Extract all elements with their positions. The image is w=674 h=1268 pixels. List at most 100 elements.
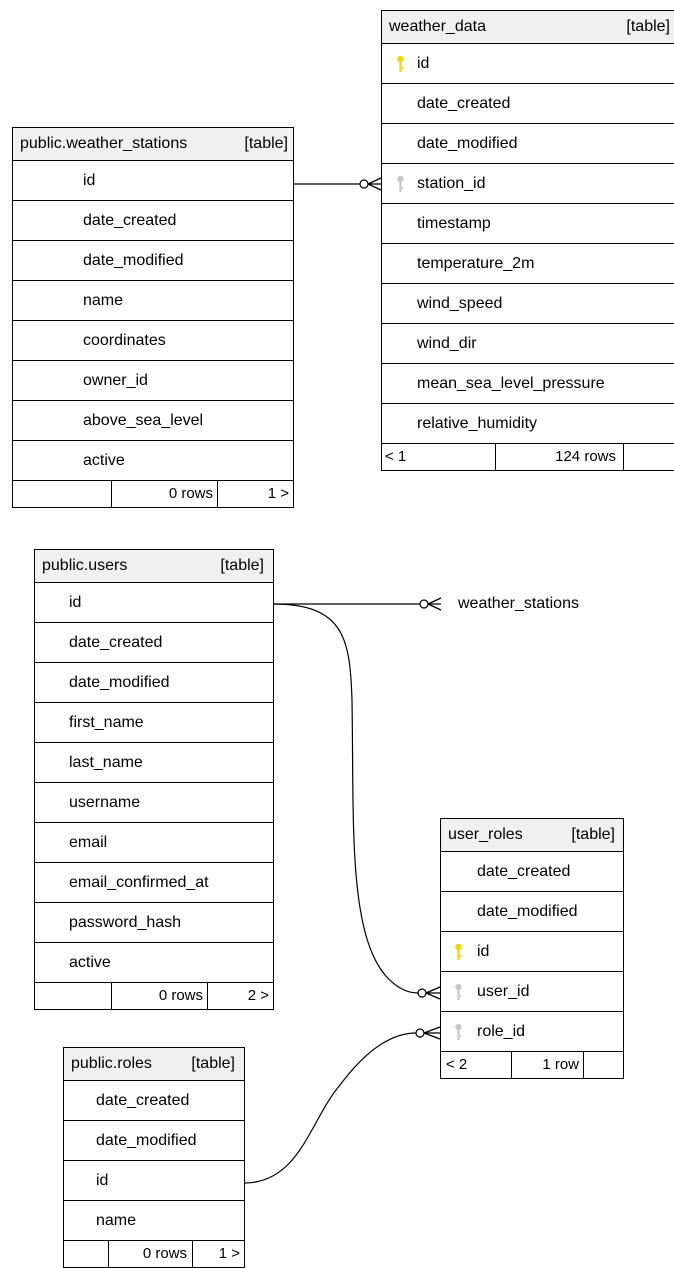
column-row[interactable]: date_created bbox=[64, 1081, 244, 1121]
column-row[interactable]: id bbox=[441, 932, 623, 972]
column-row[interactable]: date_modified bbox=[13, 241, 293, 281]
row-count: 0 rows bbox=[168, 485, 213, 502]
table-roles[interactable]: public.roles [table] date_created date_m… bbox=[63, 1047, 245, 1268]
foreign-key-icon bbox=[397, 175, 404, 192]
column-row[interactable]: owner_id bbox=[13, 361, 293, 401]
column-row[interactable]: id bbox=[13, 161, 293, 201]
column-row[interactable]: id bbox=[64, 1161, 244, 1201]
column-row[interactable]: role_id bbox=[441, 1012, 623, 1052]
column-row[interactable]: active bbox=[35, 943, 273, 983]
table-weather-data[interactable]: weather_data [table] id date_created dat… bbox=[381, 10, 674, 471]
column-row[interactable]: wind_dir bbox=[382, 324, 674, 364]
column-name: name bbox=[96, 1212, 137, 1229]
column-name: date_modified bbox=[477, 903, 578, 920]
table-tag: [table] bbox=[191, 1055, 235, 1072]
column-name: mean_sea_level_pressure bbox=[417, 375, 605, 392]
column-row[interactable]: mean_sea_level_pressure bbox=[382, 364, 674, 404]
column-row[interactable]: above_sea_level bbox=[13, 401, 293, 441]
previous-page-button[interactable]: < 1 bbox=[385, 448, 407, 465]
column-name: coordinates bbox=[83, 332, 166, 349]
table-name: user_roles bbox=[448, 826, 523, 843]
column-row[interactable]: date_created bbox=[382, 84, 674, 124]
table-name: public.users bbox=[42, 557, 128, 574]
column-row[interactable]: date_modified bbox=[35, 663, 273, 703]
external-table-label: weather_stations bbox=[458, 595, 579, 612]
table-user-roles[interactable]: user_roles [table] date_created date_mod… bbox=[440, 818, 624, 1079]
column-name: id bbox=[417, 55, 430, 72]
column-row[interactable]: username bbox=[35, 783, 273, 823]
column-name: active bbox=[69, 954, 111, 971]
column-name: above_sea_level bbox=[83, 412, 204, 429]
column-name: id bbox=[69, 594, 82, 611]
column-row[interactable]: id bbox=[382, 44, 674, 84]
column-row[interactable]: password_hash bbox=[35, 903, 273, 943]
table-header[interactable]: weather_data [table] bbox=[382, 11, 674, 44]
column-name: id bbox=[83, 172, 96, 189]
column-row[interactable]: date_modified bbox=[441, 892, 623, 932]
column-row[interactable]: first_name bbox=[35, 703, 273, 743]
column-name: wind_speed bbox=[417, 295, 503, 312]
column-name: station_id bbox=[417, 175, 486, 192]
column-row[interactable]: coordinates bbox=[13, 321, 293, 361]
column-row[interactable]: name bbox=[64, 1201, 244, 1241]
column-row[interactable]: station_id bbox=[382, 164, 674, 204]
table-header[interactable]: public.weather_stations [table] bbox=[13, 128, 293, 161]
column-name: email_confirmed_at bbox=[69, 874, 209, 891]
column-row[interactable]: date_created bbox=[13, 201, 293, 241]
column-row[interactable]: last_name bbox=[35, 743, 273, 783]
column-row[interactable]: date_modified bbox=[382, 124, 674, 164]
column-row[interactable]: relative_humidity bbox=[382, 404, 674, 444]
row-count: 1 row bbox=[542, 1056, 579, 1073]
next-page-button[interactable]: 1 > bbox=[218, 1245, 240, 1262]
table-header[interactable]: public.users [table] bbox=[35, 550, 273, 583]
table-header[interactable]: public.roles [table] bbox=[64, 1048, 244, 1081]
column-name: id bbox=[477, 943, 490, 960]
column-row[interactable]: user_id bbox=[441, 972, 623, 1012]
table-tag: [table] bbox=[220, 557, 264, 574]
column-row[interactable]: active bbox=[13, 441, 293, 481]
next-page-button[interactable]: 1 > bbox=[267, 485, 289, 502]
table-footer: 0 rows 1 > bbox=[64, 1241, 244, 1267]
column-row[interactable]: id bbox=[35, 583, 273, 623]
column-name: date_created bbox=[417, 95, 511, 112]
column-row[interactable]: name bbox=[13, 281, 293, 321]
table-tag: [table] bbox=[571, 826, 615, 843]
previous-page-button[interactable]: < 2 bbox=[446, 1056, 468, 1073]
column-row[interactable]: timestamp bbox=[382, 204, 674, 244]
column-row[interactable]: wind_speed bbox=[382, 284, 674, 324]
column-name: date_modified bbox=[69, 674, 170, 691]
table-name: public.weather_stations bbox=[20, 135, 188, 152]
column-name: role_id bbox=[477, 1023, 526, 1040]
column-row[interactable]: date_created bbox=[441, 852, 623, 892]
table-footer: 0 rows 2 > bbox=[35, 983, 273, 1009]
column-name: name bbox=[83, 292, 124, 309]
row-count: 0 rows bbox=[142, 1245, 187, 1262]
column-name: last_name bbox=[69, 754, 143, 771]
column-name: active bbox=[83, 452, 125, 469]
foreign-key-icon bbox=[455, 983, 462, 1000]
column-name: wind_dir bbox=[417, 335, 477, 352]
column-row[interactable]: email_confirmed_at bbox=[35, 863, 273, 903]
table-footer: < 2 1 row bbox=[441, 1052, 623, 1078]
column-row[interactable]: email bbox=[35, 823, 273, 863]
table-users[interactable]: public.users [table] id date_created dat… bbox=[34, 549, 274, 1010]
relation-station-id bbox=[293, 177, 382, 191]
column-row[interactable]: date_modified bbox=[64, 1121, 244, 1161]
table-footer: 0 rows 1 > bbox=[13, 481, 293, 507]
table-weather-stations[interactable]: public.weather_stations [table] id date_… bbox=[12, 127, 294, 508]
column-name: user_id bbox=[477, 983, 530, 1000]
column-row[interactable]: temperature_2m bbox=[382, 244, 674, 284]
column-name: timestamp bbox=[417, 215, 491, 232]
table-tag: [table] bbox=[244, 135, 288, 152]
column-name: date_created bbox=[69, 634, 163, 651]
next-page-button[interactable]: 2 > bbox=[247, 987, 269, 1004]
column-row[interactable]: date_created bbox=[35, 623, 273, 663]
relation-owner-weather-stations bbox=[273, 597, 442, 611]
table-header[interactable]: user_roles [table] bbox=[441, 819, 623, 852]
column-name: relative_humidity bbox=[417, 415, 538, 432]
row-count: 0 rows bbox=[158, 987, 203, 1004]
column-name: id bbox=[96, 1172, 109, 1189]
table-name: public.roles bbox=[71, 1055, 152, 1072]
relation-user-id bbox=[272, 603, 441, 1000]
